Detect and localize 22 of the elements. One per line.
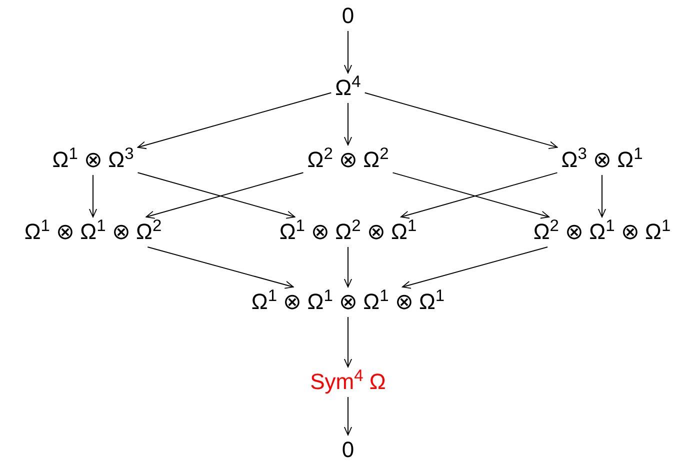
math-term: Ω$^{1}$ ⊗ Ω$^{1}$ ⊗ Ω$^{1}$ ⊗ Ω$^{1}$: [249, 289, 447, 315]
math-term: Ω$^{3}$ ⊗ Ω$^{1}$: [559, 147, 645, 173]
arrow: [344, 246, 352, 288]
arrow: [598, 174, 606, 218]
math-term: Sym$^{4}$ Ω: [308, 369, 388, 395]
math-term: 0: [340, 437, 356, 463]
arrow: [137, 92, 332, 150]
arrow: [364, 92, 558, 150]
arrow: [344, 102, 352, 146]
math-term: Ω$^{1}$ ⊗ Ω$^{2}$ ⊗ Ω$^{1}$: [277, 219, 419, 245]
math-term: Ω$^{1}$ ⊗ Ω$^{3}$: [50, 147, 136, 173]
math-term: 0: [340, 3, 356, 29]
arrow: [344, 30, 352, 74]
arrow: [344, 316, 352, 368]
math-term: Ω$^{4}$: [333, 75, 363, 101]
arrow: [147, 246, 294, 289]
arrow: [402, 246, 548, 289]
math-term: Ω$^{2}$ ⊗ Ω$^{1}$ ⊗ Ω$^{1}$: [531, 219, 673, 245]
math-term: Ω$^{2}$ ⊗ Ω$^{2}$: [305, 147, 391, 173]
arrow: [344, 396, 352, 436]
arrow: [88, 174, 98, 218]
math-term: Ω$^{1}$ ⊗ Ω$^{1}$ ⊗ Ω$^{2}$: [22, 219, 164, 245]
